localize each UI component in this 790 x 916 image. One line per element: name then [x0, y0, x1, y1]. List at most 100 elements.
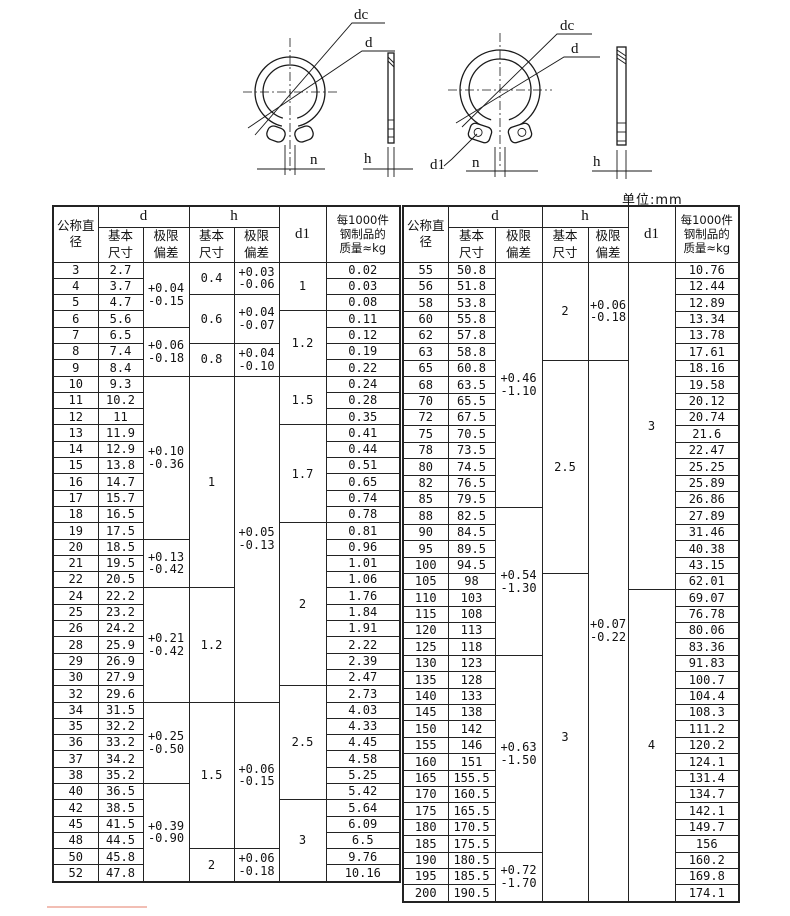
nominal-diameter-cell: 165	[402, 769, 449, 788]
nominal-diameter-cell: 82	[402, 474, 449, 492]
d-basic-size-cell: 63.5	[447, 376, 496, 394]
d-basic-size-cell: 26.9	[97, 652, 144, 670]
nominal-diameter-cell: 70	[402, 392, 449, 411]
mass-cell: 83.36	[674, 638, 740, 656]
mass-cell: 0.24	[325, 375, 401, 393]
mass-cell: 0.96	[325, 538, 401, 556]
mass-cell: 19.58	[674, 376, 740, 394]
d-basic-size-cell: 98	[447, 572, 496, 591]
col-header-nominal-diameter: 公称直 径	[402, 205, 449, 263]
nominal-diameter-cell: 170	[402, 785, 449, 804]
nominal-diameter-cell: 175	[402, 802, 449, 820]
mass-cell: 149.7	[674, 818, 740, 837]
d-basic-size-cell: 27.9	[97, 668, 144, 687]
d-basic-size-cell: 32.2	[97, 717, 144, 736]
mass-cell: 40.38	[674, 540, 740, 558]
mass-cell: 43.15	[674, 556, 740, 574]
d-basic-size-cell: 165.5	[447, 802, 496, 820]
d-dev-cell: +0.21 -0.42	[142, 587, 190, 703]
d-basic-size-cell: 22.2	[97, 587, 144, 605]
mass-cell: 1.06	[325, 571, 401, 589]
leader-d	[247, 50, 395, 129]
lug-right	[294, 125, 314, 143]
nominal-diameter-cell: 15	[52, 457, 99, 475]
nominal-diameter-cell: 36	[52, 734, 99, 752]
d-basic-size-cell: 51.8	[447, 277, 496, 296]
col-header-d1: d1	[627, 205, 676, 263]
nominal-diameter-cell: 21	[52, 554, 99, 573]
mass-cell: 108.3	[674, 704, 740, 722]
d-basic-size-cell: 74.5	[447, 458, 496, 476]
h-basic-cell: 2	[541, 261, 589, 361]
d-basic-size-cell: 50.8	[447, 261, 496, 279]
nominal-diameter-cell: 115	[402, 605, 449, 624]
mass-cell: 5.42	[325, 782, 401, 801]
nominal-diameter-cell: 8	[52, 342, 99, 361]
h-dev-cell: +0.07 -0.22	[587, 359, 629, 903]
mass-cell: 4.58	[325, 750, 401, 768]
d-basic-size-cell: 8.4	[97, 359, 144, 377]
d-basic-size-cell: 16.5	[97, 505, 144, 524]
mass-cell: 27.89	[674, 507, 740, 525]
h-dev-cell: +0.06 -0.18	[233, 848, 280, 883]
d-basic-size-cell: 82.5	[447, 507, 496, 525]
nominal-diameter-cell: 140	[402, 687, 449, 706]
d-basic-size-cell: 38.5	[97, 799, 144, 817]
nominal-diameter-cell: 32	[52, 685, 99, 703]
mass-cell: 0.28	[325, 391, 401, 410]
mass-cell: 1.01	[325, 554, 401, 573]
nominal-diameter-cell: 195	[402, 867, 449, 886]
d-basic-size-cell: 34.2	[97, 750, 144, 768]
mass-cell: 0.12	[325, 326, 401, 344]
col-header-mass: 每1000件 钢制品的 质量≈kg	[325, 205, 401, 263]
nominal-diameter-cell: 22	[52, 571, 99, 589]
d-basic-size-cell: 14.7	[97, 473, 144, 491]
nominal-diameter-cell: 45	[52, 815, 99, 833]
col-header-d-limit-deviation: 极限 偏差	[494, 226, 543, 263]
nominal-diameter-cell: 65	[402, 359, 449, 378]
nominal-diameter-cell: 11	[52, 391, 99, 410]
nominal-diameter-cell: 40	[52, 782, 99, 801]
nominal-diameter-cell: 90	[402, 523, 449, 542]
d-basic-size-cell: 118	[447, 638, 496, 656]
d-basic-size-cell: 47.8	[97, 864, 144, 883]
label-dc: dc	[354, 7, 369, 23]
d-basic-size-cell: 45.8	[97, 848, 144, 866]
nominal-diameter-cell: 16	[52, 473, 99, 491]
mass-cell: 13.34	[674, 310, 740, 329]
d-dev-cell: +0.13 -0.42	[142, 538, 190, 589]
d-basic-size-cell: 79.5	[447, 490, 496, 509]
nominal-diameter-cell: 14	[52, 440, 99, 459]
d-basic-size-cell: 18.5	[97, 538, 144, 556]
d-basic-size-cell: 2.7	[97, 261, 144, 279]
nominal-diameter-cell: 155	[402, 736, 449, 755]
col-header-h: h	[188, 205, 280, 228]
nominal-diameter-cell: 30	[52, 668, 99, 687]
d-dev-cell: +0.04 -0.15	[142, 261, 190, 328]
nominal-diameter-cell: 3	[52, 261, 99, 279]
h-dev-cell: +0.03 -0.06	[233, 261, 280, 296]
nominal-diameter-cell: 26	[52, 620, 99, 638]
nominal-diameter-cell: 25	[52, 603, 99, 622]
col-header-d-basic-size: 基本 尺寸	[97, 226, 144, 263]
mass-cell: 20.12	[674, 392, 740, 411]
nominal-diameter-cell: 75	[402, 425, 449, 443]
mass-cell: 69.07	[674, 589, 740, 607]
d-basic-size-cell: 123	[447, 654, 496, 673]
